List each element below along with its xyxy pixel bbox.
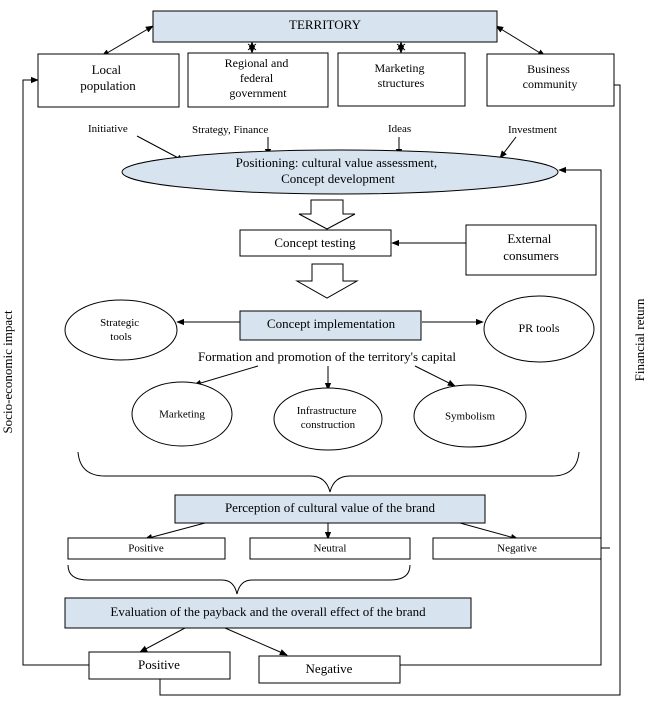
- perception-label: Perception of cultural value of the bran…: [225, 500, 436, 515]
- concept-testing-box: [239, 229, 392, 257]
- marketing-structures-box: [337, 52, 466, 107]
- evaluation-positive-label: Positive: [138, 657, 180, 672]
- to-negative-evaluation-arrow: [224, 627, 288, 656]
- to-positive-perception-arrow: [144, 522, 206, 541]
- symbolism-label: Symbolism: [445, 411, 496, 423]
- evaluation-negative-box: [258, 655, 401, 684]
- financial-return-label: Financial return: [632, 298, 647, 381]
- down-block-arrow-1: [298, 199, 356, 230]
- symbolism-ellipse: [413, 384, 527, 448]
- formation-caption: Formation and promotion of the territory…: [198, 349, 456, 364]
- infrastructure-label: Infrastructure construction: [297, 405, 360, 431]
- strategic-tools-label: Strategic tools: [100, 317, 142, 343]
- marketing-label: Marketing: [159, 409, 205, 421]
- initiative-arrow: [136, 135, 185, 162]
- external-consumers-box: [465, 224, 597, 276]
- marketing-ellipse: [131, 381, 233, 447]
- positioning-ellipse: [121, 149, 559, 195]
- government-label: Regional and federal government: [225, 56, 292, 100]
- strategic-tools-ellipse: [64, 299, 178, 361]
- territory-local-connector: [101, 25, 154, 57]
- to-marketing-arrow: [193, 365, 259, 387]
- perception-neutral-box: [249, 537, 411, 560]
- socio-economic-impact-label: Socio-economic impact: [0, 310, 15, 433]
- contribution-strategy-finance: Strategy, Finance: [192, 124, 268, 136]
- evaluation-box: [64, 597, 472, 629]
- concept-testing-label: Concept testing: [274, 235, 356, 250]
- outcomes-brace: [67, 564, 411, 595]
- perception-negative-box: [432, 537, 602, 560]
- business-community-label: Business community: [523, 62, 578, 91]
- connector-marks: [247, 43, 406, 51]
- contribution-initiative: Initiative: [88, 123, 128, 135]
- territory-business-connector: [495, 25, 546, 57]
- perception-positive-label: Positive: [128, 543, 164, 555]
- perception-neutral-label: Neutral: [314, 543, 347, 555]
- socio-economic-loop: [22, 76, 89, 666]
- government-box: [187, 52, 329, 108]
- to-symbolism-arrow: [414, 365, 456, 387]
- local-population-label: Local population: [80, 62, 136, 93]
- contribution-ideas: Ideas: [388, 123, 411, 135]
- external-consumers-label: External consumers: [503, 231, 559, 263]
- concept-implementation-label: Concept implementation: [267, 316, 396, 331]
- capital-brace: [77, 451, 580, 493]
- to-positive-evaluation-arrow: [139, 627, 186, 653]
- financial-return-loop-a: [400, 166, 602, 666]
- local-population-box: [37, 53, 180, 108]
- infrastructure-ellipse: [273, 387, 383, 451]
- pr-tools-ellipse: [483, 295, 595, 363]
- business-community-box: [486, 53, 615, 107]
- contribution-investment: Investment: [508, 124, 557, 136]
- perception-negative-label: Negative: [497, 543, 537, 555]
- down-block-arrow-2: [295, 263, 359, 299]
- marketing-structures-label: Marketing structures: [375, 61, 428, 90]
- to-negative-perception-arrow: [459, 522, 519, 541]
- pr-tools-label: PR tools: [518, 321, 559, 335]
- evaluation-positive-box: [88, 651, 231, 680]
- evaluation-label: Evaluation of the payback and the overal…: [110, 604, 426, 619]
- territory-label: TERRITORY: [289, 17, 362, 32]
- investment-arrow: [499, 136, 517, 159]
- perception-box: [174, 494, 486, 524]
- evaluation-negative-label: Negative: [306, 661, 353, 676]
- concept-implementation-box: [239, 310, 422, 341]
- territory-box: [152, 10, 498, 43]
- positioning-label: Positioning: cultural value assessment, …: [236, 155, 441, 186]
- perception-positive-box: [67, 537, 226, 560]
